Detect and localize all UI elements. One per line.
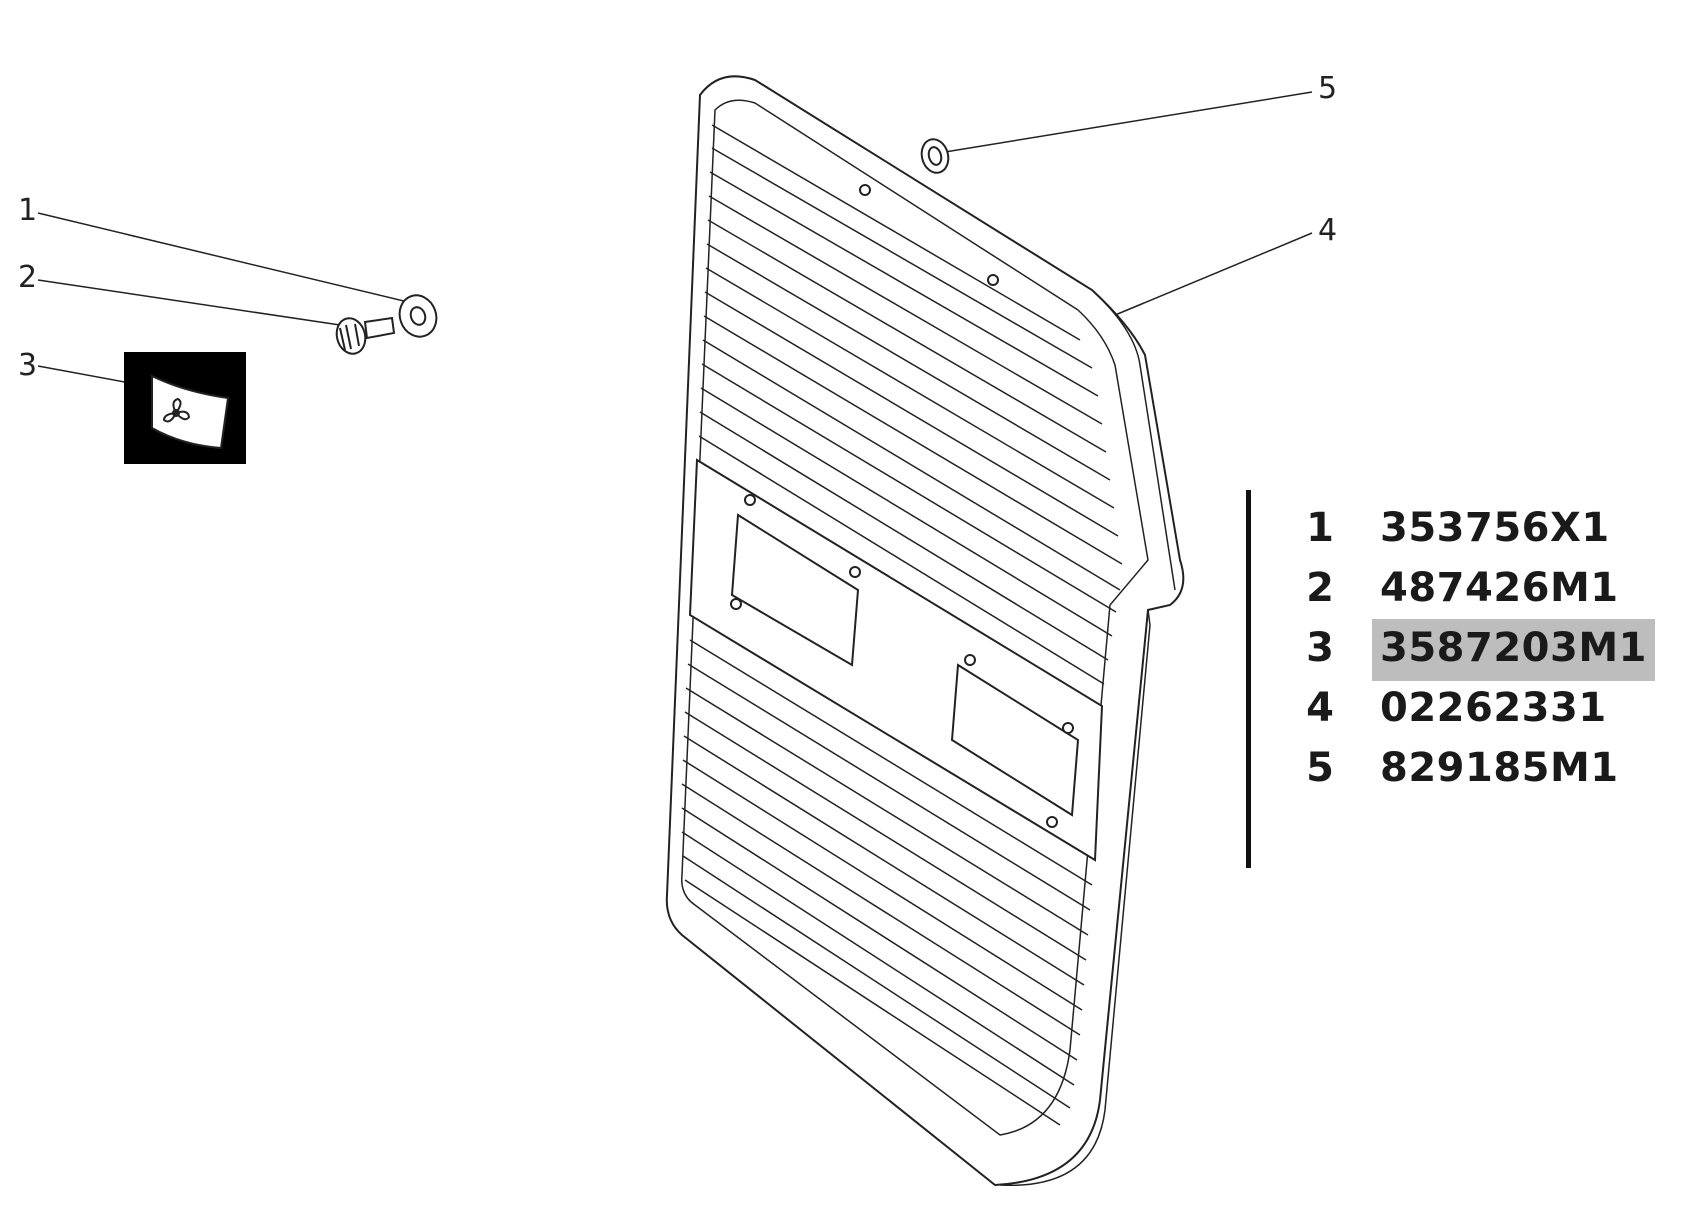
part-number: 487426M1 [1380,565,1619,611]
callout-5: 5 [1318,71,1338,106]
part-3-decal [124,352,246,464]
part-2-screw [335,316,396,355]
callout-2: 2 [18,260,38,295]
parts-list-row-4: 4 02262331 [1300,685,1680,745]
leader-line-5 [944,91,1313,153]
parts-list-row-3: 3 3587203M1 [1300,619,1680,685]
part-index: 5 [1306,745,1334,791]
part-4-grille-panel [665,75,1185,1187]
grille-slats-lower [681,639,1093,1126]
parts-list-row-2: 2 487426M1 [1300,565,1680,625]
grille-slats-upper [698,124,1123,685]
part-number: 829185M1 [1380,745,1619,791]
callout-3: 3 [18,348,38,383]
part-number-highlighted: 3587203M1 [1372,619,1655,681]
part-1-washer [398,294,438,338]
part-index: 3 [1306,625,1334,671]
part-index: 2 [1306,565,1334,611]
mounting-holes [730,184,1074,828]
parts-list-row-1: 1 353756X1 [1300,505,1680,565]
part-index: 1 [1306,505,1334,551]
part-5-nut [920,138,950,174]
parts-list-divider [1246,490,1251,868]
callout-1: 1 [18,193,38,228]
leader-line-1 [37,212,413,304]
mounting-window-left [730,513,860,667]
part-number: 02262331 [1380,685,1607,731]
part-number: 353756X1 [1380,505,1610,551]
leader-line-4 [1107,232,1313,319]
parts-list-row-5: 5 829185M1 [1300,745,1680,805]
callout-4: 4 [1318,213,1338,248]
part-index: 4 [1306,685,1334,731]
leader-lines [37,91,1313,388]
leader-line-2 [37,279,341,326]
fan-icon [162,397,191,423]
mounting-window-right [950,663,1080,817]
